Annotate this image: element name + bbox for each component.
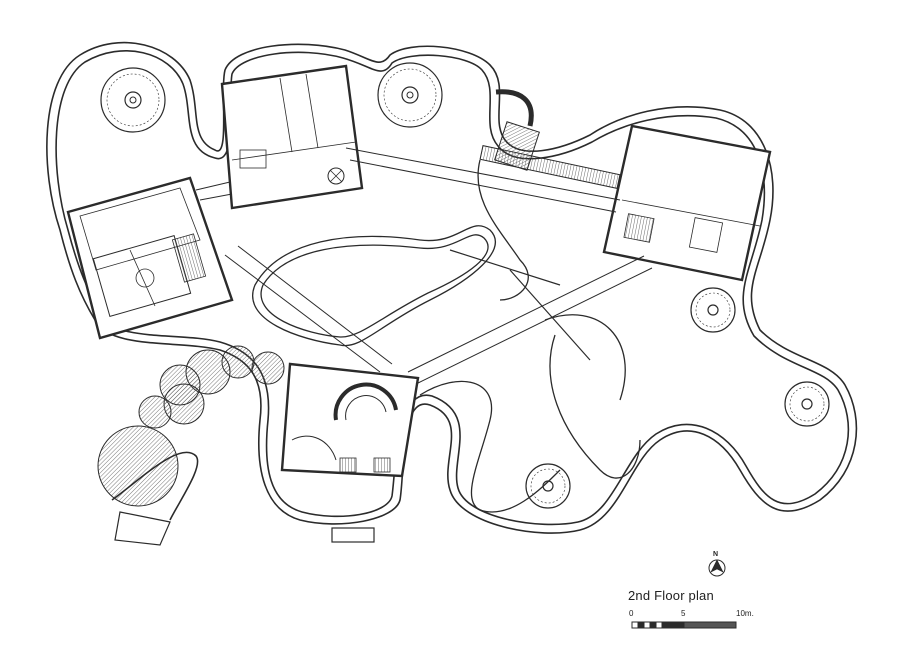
planter-nw: [100, 67, 166, 133]
north-label: N: [713, 551, 719, 558]
tree-planters: [100, 62, 830, 509]
building-east: [602, 124, 772, 282]
building-west: [66, 176, 234, 340]
scale-label-10: 10m.: [736, 609, 754, 618]
inner-courtyard-lines: [252, 159, 641, 513]
building-south: [280, 362, 420, 478]
building-north: [220, 64, 364, 210]
planter-s: [525, 463, 571, 509]
planter-e: [690, 287, 736, 333]
plan-title: 2nd Floor plan: [628, 588, 714, 603]
hatched-canopy-chain: [97, 345, 285, 546]
terrace-outline: [46, 41, 858, 534]
planter-n: [377, 62, 443, 128]
entry-step: [331, 527, 375, 543]
planter-se: [784, 381, 830, 427]
scale-label-5: 5: [681, 609, 686, 618]
scale-label-0: 0: [629, 609, 634, 618]
exterior-stair: [494, 89, 540, 171]
scale-bar: [631, 621, 737, 629]
north-arrow-icon: [708, 559, 726, 577]
